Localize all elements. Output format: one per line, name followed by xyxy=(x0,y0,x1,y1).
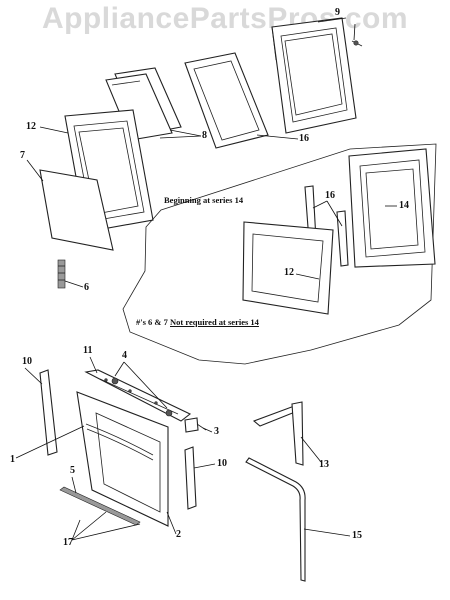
callout-5: 5 xyxy=(70,465,75,476)
screw-part-9 xyxy=(351,40,363,47)
callout-2: 2 xyxy=(176,529,181,540)
spacer-6 xyxy=(57,259,66,289)
callout-15: 15 xyxy=(352,530,362,541)
series-14-inset-outline xyxy=(122,143,437,365)
callout-14: 14 xyxy=(399,200,409,211)
gasket-corner-13 xyxy=(252,401,304,466)
note-not-required-text: Not required at series 14 xyxy=(170,317,259,327)
inset-inner-frame-12 xyxy=(242,221,334,315)
inset-door-liner-14 xyxy=(348,148,436,268)
glass-frame-16 xyxy=(184,52,269,149)
callout-10-right: 10 xyxy=(217,458,227,469)
callout-7: 7 xyxy=(20,150,25,161)
insulation-panel-7 xyxy=(39,169,114,251)
callout-16-top: 16 xyxy=(299,133,309,144)
note-not-required: #'s 6 & 7 Not required at series 14 xyxy=(136,317,259,327)
callout-1: 1 xyxy=(10,454,15,465)
leader-lines xyxy=(15,17,397,541)
callout-9: 9 xyxy=(335,7,340,18)
callout-16-inset: 16 xyxy=(325,190,335,201)
callout-8: 8 xyxy=(202,130,207,141)
watermark-logo: AppliancePartsPros.com xyxy=(41,2,409,35)
callout-12-top: 12 xyxy=(26,121,36,132)
door-gasket-15 xyxy=(245,457,306,582)
note-not-required-prefix: #'s 6 & 7 xyxy=(136,317,168,327)
callout-10-left: 10 xyxy=(22,356,32,367)
side-trim-10-left xyxy=(39,369,58,456)
side-trim-10-right xyxy=(184,446,197,510)
latch-bracket-3 xyxy=(184,417,207,433)
screws-4 xyxy=(111,377,173,417)
vent-trim-11 xyxy=(84,369,192,422)
callout-3: 3 xyxy=(214,426,219,437)
callout-13: 13 xyxy=(319,459,329,470)
callout-6: 6 xyxy=(84,282,89,293)
outer-door-frame xyxy=(271,17,357,134)
callout-11: 11 xyxy=(83,345,93,356)
outer-door-1 xyxy=(76,391,169,527)
note-beginning-series: Beginning at series 14 xyxy=(164,195,244,205)
door-bottom-trim-2 xyxy=(91,489,169,527)
callout-17: 17 xyxy=(63,537,73,548)
callout-12-inset: 12 xyxy=(284,267,294,278)
callout-4: 4 xyxy=(122,350,127,361)
bottom-strip-5 xyxy=(59,486,141,526)
